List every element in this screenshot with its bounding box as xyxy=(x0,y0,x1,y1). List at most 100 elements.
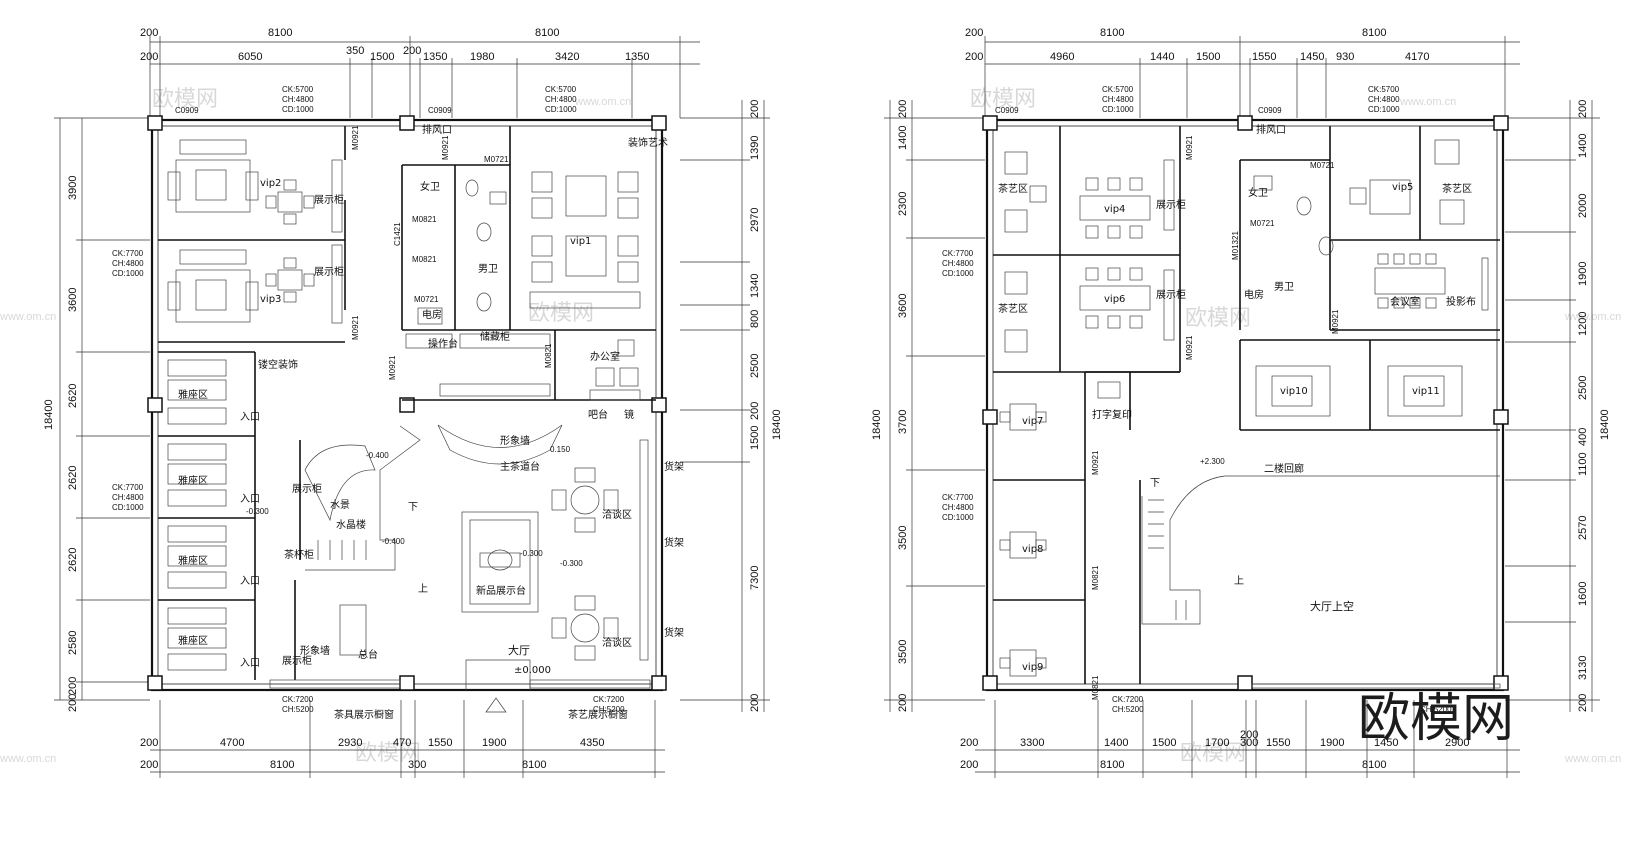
dim-label: 4960 xyxy=(1050,51,1074,63)
image-wall-label: 形象墙 xyxy=(500,434,530,447)
window-code: CD:1000 xyxy=(1102,105,1134,114)
window-code: CH:4800 xyxy=(1102,95,1134,104)
window-code: CK:5700 xyxy=(1102,85,1134,94)
dim-label: 200 xyxy=(140,759,158,771)
window-code: CK:7700 xyxy=(942,493,974,502)
display-cabinet-label: 展示柜 xyxy=(282,654,312,667)
watermark: 欧模网 xyxy=(152,87,218,112)
dim-label: 200 xyxy=(897,100,909,118)
office-furniture xyxy=(589,339,641,401)
operation-counter-label: 操作台 xyxy=(428,337,458,350)
vent-label: 排风口 xyxy=(1256,123,1286,136)
left-bottom-dimensions xyxy=(150,700,665,778)
tea-cup-cabinet-label: 茶杯柜 xyxy=(284,548,314,561)
watermark: 欧模网 xyxy=(970,87,1036,112)
dim-label: 1390 xyxy=(749,136,761,160)
outer-wall xyxy=(985,118,1505,692)
tea-art-window-label: 茶艺展示橱窗 xyxy=(568,708,628,721)
room-label-vip6: vip6 xyxy=(1104,294,1125,305)
door-code: M0821 xyxy=(412,215,437,224)
window-code: CH:4800 xyxy=(112,259,144,268)
vip3-furniture xyxy=(167,244,343,324)
room-label-vip1: vip1 xyxy=(570,236,591,247)
dim-label: 200 xyxy=(960,737,978,749)
right-plan-left-dimensions xyxy=(884,100,985,712)
right-room-labels: C0909 C0909 排风口 茶艺区 茶艺区 茶艺区 vip4 vip6 vi… xyxy=(995,106,1476,700)
new-product-display-label: 新品展示台 xyxy=(476,584,526,597)
level-mark: -0.300 xyxy=(520,549,543,558)
left-room-labels: C0909 C0909 排风口 vip2 vip3 vip1 展示柜 展示柜 女… xyxy=(175,106,684,721)
level-mark: ±0.000 xyxy=(514,665,551,676)
entry-label: 入口 xyxy=(240,412,260,423)
dim-label: 2620 xyxy=(67,384,79,408)
level-mark: +2.300 xyxy=(1200,457,1225,466)
dim-label: 2300 xyxy=(897,192,909,216)
window-code: CK:7200 xyxy=(593,695,625,704)
right-plan-left-dim-text: 200 1400 2300 3600 3700 3500 3500 200 18… xyxy=(871,100,909,712)
window-code: CH:4800 xyxy=(282,95,314,104)
image-wall-label: 形象墙 xyxy=(300,644,330,657)
room-label-vip10: vip10 xyxy=(1280,386,1308,397)
dim-label: 2500 xyxy=(749,354,761,378)
room-label-meeting: 会议室 xyxy=(1390,295,1420,308)
dim-label: 4170 xyxy=(1405,51,1429,63)
shelf-label: 货架 xyxy=(664,536,684,549)
watermark-url: www.om.cn xyxy=(1564,311,1621,323)
door-code: M0921 xyxy=(351,315,360,340)
window-code: CH:4800 xyxy=(942,259,974,268)
dim-label: 300 xyxy=(1240,737,1258,749)
dim-label: 1900 xyxy=(1577,262,1589,286)
level-mark: 0.150 xyxy=(550,445,571,454)
room-label-vip8: vip8 xyxy=(1022,544,1043,555)
stair-down-label: 下 xyxy=(408,502,418,513)
door-code: M0721 xyxy=(484,155,509,164)
door-code: M0821 xyxy=(412,255,437,264)
dim-label: 1550 xyxy=(428,737,452,749)
dim-label: 8100 xyxy=(270,759,294,771)
window-code: CD:1000 xyxy=(112,269,144,278)
window-code: CH:5200 xyxy=(1420,705,1452,714)
window-code: CD:1000 xyxy=(282,105,314,114)
room-label-male-restroom: 男卫 xyxy=(1274,281,1294,293)
right-bottom-dimensions xyxy=(975,700,1520,778)
dim-label: 2580 xyxy=(67,631,79,655)
restroom-fixtures xyxy=(405,179,551,397)
window-code: C0909 xyxy=(995,106,1019,115)
dim-label: 8100 xyxy=(522,759,546,771)
dim-label: 1900 xyxy=(1320,737,1344,749)
dim-label: 1500 xyxy=(749,426,761,450)
dim-label: 8100 xyxy=(1100,27,1124,39)
window-code: CK:7700 xyxy=(942,249,974,258)
tea-set-window-label: 茶具展示橱窗 xyxy=(334,708,394,721)
right-window-codes: CK:5700 CH:4800 CD:1000 CK:5700 CH:4800 … xyxy=(942,85,1452,714)
left-floor-plan: 200 200 200 8100 8100 6050 350 1500 1350… xyxy=(43,27,783,778)
dim-label: 2970 xyxy=(749,208,761,232)
right-furniture xyxy=(999,139,1501,689)
dim-label: 3300 xyxy=(1020,737,1044,749)
columns xyxy=(982,115,1509,691)
dim-label: 1450 xyxy=(1300,51,1324,63)
hollow-decor-label: 镂空装饰 xyxy=(258,358,298,371)
window-code: CD:1000 xyxy=(1368,105,1400,114)
decor-art-label: 装饰艺术 xyxy=(628,136,668,149)
stair-up-label: 上 xyxy=(1234,575,1244,587)
dim-label: 200 xyxy=(140,51,158,63)
stair-up-label: 上 xyxy=(418,583,428,595)
dim-label: 200 xyxy=(749,402,761,420)
room-label-male-restroom: 男卫 xyxy=(478,263,498,275)
left-top-dimensions xyxy=(149,36,700,118)
left-right-dimensions xyxy=(680,100,770,712)
display-cabinet-label: 展示柜 xyxy=(1156,198,1186,211)
window-code: C1421 xyxy=(393,222,402,246)
window-code: CK:7700 xyxy=(112,249,144,258)
display-cabinet-label: 展示柜 xyxy=(1156,288,1186,301)
door-code: M01321 xyxy=(1231,231,1240,260)
dim-label: 8100 xyxy=(268,27,292,39)
dim-label: 2000 xyxy=(1577,194,1589,218)
room-label-electric: 电房 xyxy=(422,308,442,321)
watermark: 欧模网 xyxy=(1185,306,1251,331)
door-code: M0921 xyxy=(388,355,397,380)
projector-screen-label: 投影布 xyxy=(1446,295,1476,308)
dim-label: 1100 xyxy=(1577,452,1589,476)
